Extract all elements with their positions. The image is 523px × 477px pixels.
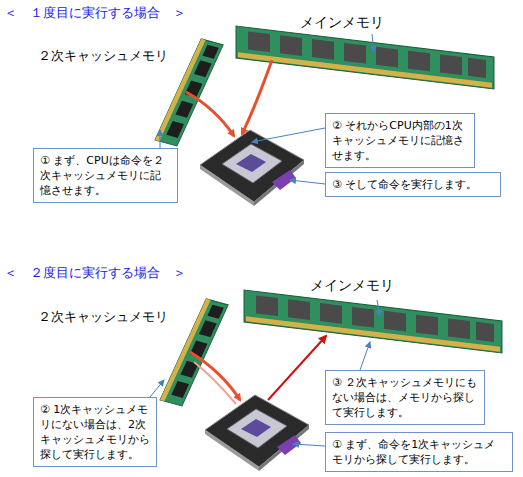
cpu-chip — [205, 395, 309, 471]
search-arrow — [190, 352, 240, 400]
leader-line — [150, 380, 164, 397]
callout-text: ② それからCPU内部の1次キャッシュメモリに記憶させます。 — [332, 118, 468, 163]
section-heading: ＜ １度目に実行する場合 ＞ — [4, 4, 186, 22]
main-memory-module — [244, 290, 502, 353]
callout-text: ① まず、命令を1次キャッシュメモリから探して実行します。 — [332, 437, 506, 467]
callout-box: ① まず、命令を1次キャッシュメモリから探して実行します。 — [325, 432, 513, 472]
leader-line — [372, 34, 374, 52]
search-arrow — [194, 362, 236, 404]
search-arrow — [268, 336, 326, 400]
cache-module — [160, 299, 228, 406]
callout-box: ② 1次キャッシュメモリにない場合は、2次キャッシュメモリから探して実行します。 — [33, 397, 157, 467]
part-label: ２次キャッシュメモリ — [38, 47, 168, 65]
leader-line — [360, 342, 370, 370]
transfer-arrow — [242, 60, 272, 134]
callout-box: ② それからCPU内部の1次キャッシュメモリに記憶させます。 — [325, 113, 475, 168]
callout-text: ③ そして命令を実行します。 — [332, 177, 494, 192]
leader-line — [290, 180, 325, 184]
transfer-arrow — [186, 92, 234, 136]
callout-box: ① まず、CPUは命令を２次キャッシュメモリに記憶させます。 — [33, 148, 178, 203]
part-label: メインメモリ — [300, 14, 384, 32]
callout-text: ③ ２次キャッシュメモリにもない場合は、メモリから探して実行します。 — [332, 375, 478, 420]
callout-box: ③ そして命令を実行します。 — [325, 172, 501, 197]
part-label: ２次キャッシュメモリ — [38, 308, 168, 326]
part-label: メインメモリ — [310, 277, 394, 295]
callout-box: ③ ２次キャッシュメモリにもない場合は、メモリから探して実行します。 — [325, 370, 485, 425]
callout-text: ① まず、CPUは命令を２次キャッシュメモリに記憶させます。 — [40, 153, 171, 198]
callout-text: ② 1次キャッシュメモリにない場合は、2次キャッシュメモリから探して実行します。 — [40, 402, 150, 462]
leader-line — [293, 444, 325, 446]
leader-line — [377, 300, 380, 316]
leader-line — [252, 128, 325, 142]
cpu-chip — [200, 130, 304, 206]
main-memory-module — [236, 26, 494, 89]
section-heading: ＜ ２度目に実行する場合 ＞ — [4, 264, 186, 282]
leader-line — [160, 130, 161, 148]
